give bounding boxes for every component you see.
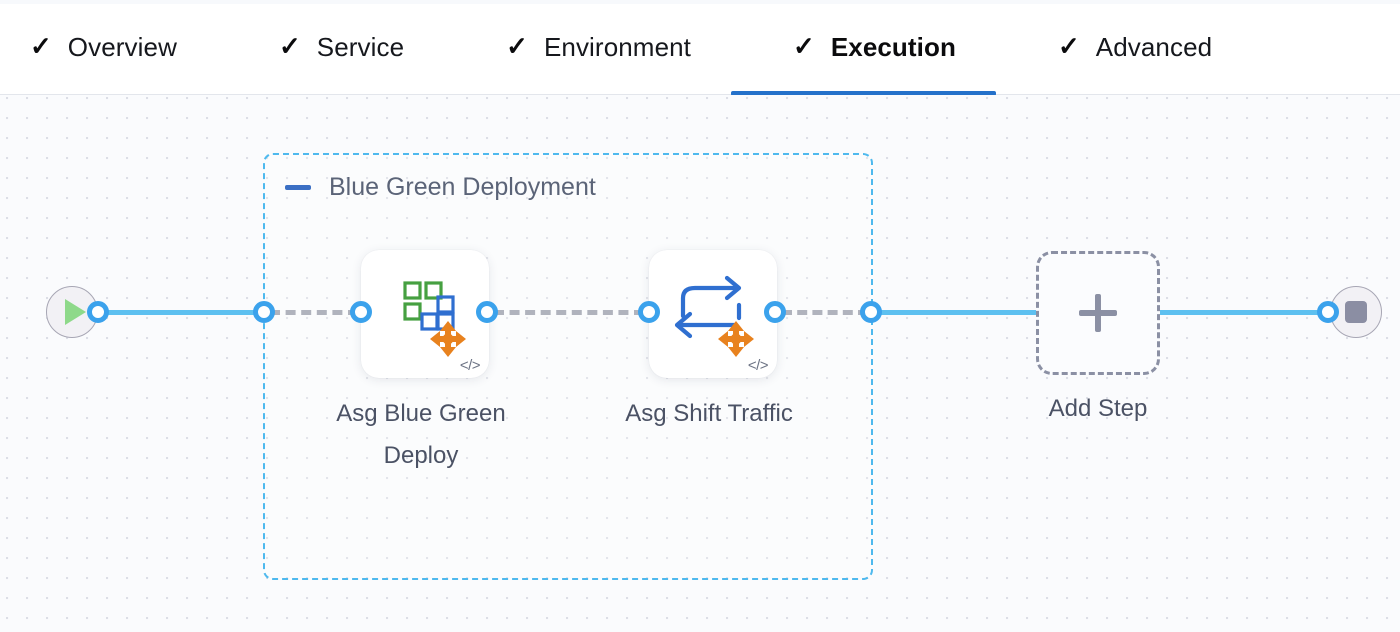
check-icon: ✓: [506, 31, 528, 61]
tab-execution[interactable]: ✓ Execution: [731, 4, 996, 96]
edge-group-to-step1: [270, 310, 358, 315]
step-group-header[interactable]: Blue Green Deployment: [285, 173, 596, 202]
group-input-port[interactable]: [253, 301, 275, 323]
step-card-asg-blue-green-deploy[interactable]: </>: [361, 250, 489, 378]
plus-icon-vertical: [1095, 294, 1101, 332]
tab-label: Advanced: [1095, 32, 1213, 62]
step-label-asg-blue-green-deploy: Asg Blue Green Deploy: [336, 400, 506, 469]
group-output-port[interactable]: [860, 301, 882, 323]
edge-group-to-add-step: [874, 310, 1040, 315]
add-step-label: Add Step: [1048, 395, 1148, 422]
step2-input-port[interactable]: [638, 301, 660, 323]
tab-list: ✓ Overview ✓ Service ✓ Environment ✓ Exe…: [0, 4, 1252, 96]
tab-overview[interactable]: ✓ Overview: [0, 4, 217, 91]
tab-label: Overview: [67, 32, 177, 62]
end-node[interactable]: [1330, 286, 1382, 338]
end-node-input-port[interactable]: [1317, 301, 1339, 323]
asg-blue-green-deploy-icon: [403, 281, 466, 357]
code-badge-icon: </>: [459, 357, 481, 374]
play-icon: [65, 299, 86, 325]
add-step-button[interactable]: [1036, 251, 1160, 375]
step1-output-port[interactable]: [476, 301, 498, 323]
step-card-asg-shift-traffic[interactable]: </>: [649, 250, 777, 378]
minus-icon[interactable]: [285, 185, 311, 190]
tab-advanced[interactable]: ✓ Advanced: [996, 4, 1252, 91]
start-node-output-port[interactable]: [87, 301, 109, 323]
tab-environment[interactable]: ✓ Environment: [444, 4, 731, 91]
code-badge-icon: </>: [747, 357, 769, 374]
step-group-title: Blue Green Deployment: [329, 173, 596, 201]
check-icon: ✓: [1057, 31, 1080, 61]
tab-service[interactable]: ✓ Service: [217, 4, 444, 91]
tab-label: Service: [316, 32, 405, 62]
step2-output-port[interactable]: [764, 301, 786, 323]
check-icon: ✓: [30, 31, 52, 61]
tab-label: Execution: [830, 32, 956, 62]
step-group-blue-green-deployment[interactable]: [263, 153, 873, 580]
asg-shift-traffic-icon: [674, 275, 754, 357]
check-icon: ✓: [278, 31, 301, 61]
step-label-asg-shift-traffic: Asg Shift Traffic: [625, 400, 793, 427]
check-icon: ✓: [793, 31, 815, 61]
tab-label: Environment: [543, 32, 692, 62]
tabbar-top-edge: [0, 0, 1400, 4]
stop-icon: [1345, 301, 1367, 323]
edge-start-to-group: [104, 310, 266, 315]
edge-step1-to-step2: [494, 310, 644, 315]
stage-tab-bar: ✓ Overview ✓ Service ✓ Environment ✓ Exe…: [0, 0, 1400, 96]
step1-input-port[interactable]: [350, 301, 372, 323]
tab-active-underline: [731, 91, 996, 96]
edge-add-step-to-end: [1158, 310, 1334, 315]
pipeline-canvas[interactable]: Blue Green Deployment: [0, 95, 1400, 632]
edge-step2-to-group-exit: [782, 310, 868, 315]
